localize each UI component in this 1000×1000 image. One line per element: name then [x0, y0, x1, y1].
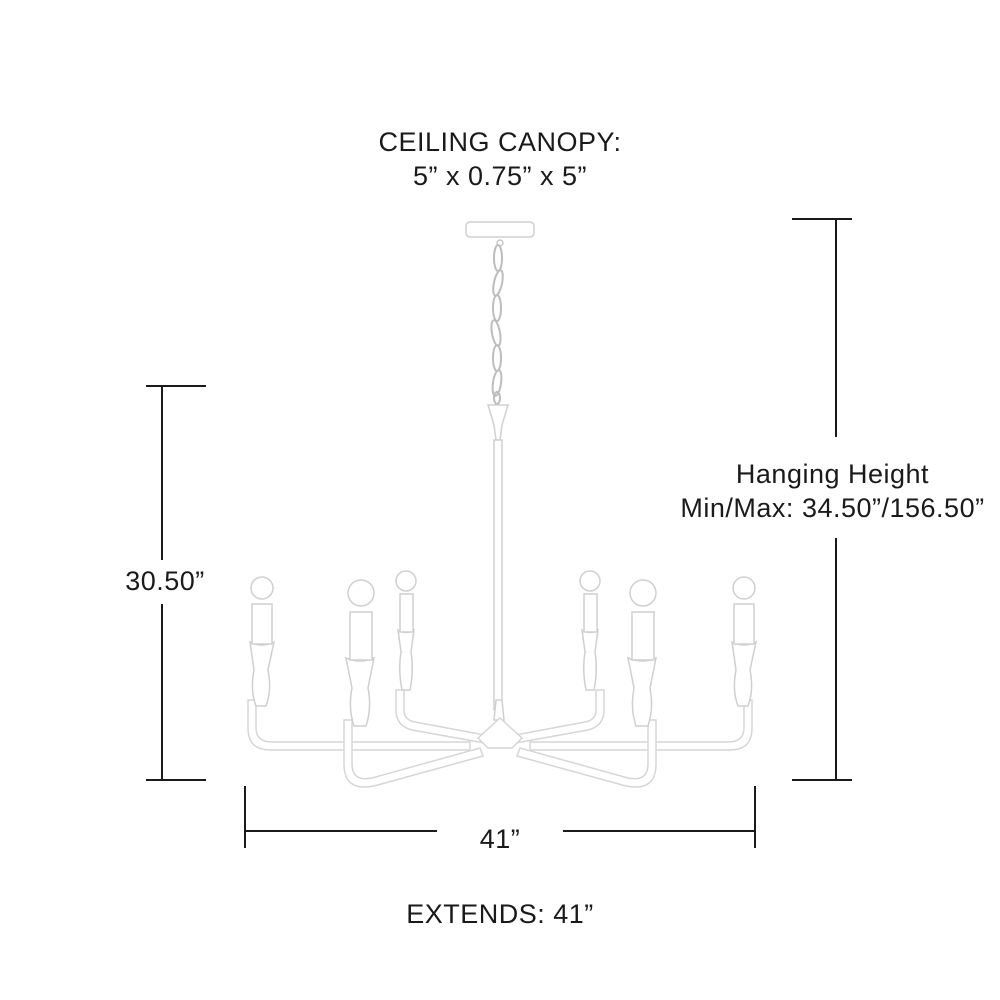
- hanging-height-label: Hanging Height Min/Max: 34.50”/156.50”: [640, 457, 1000, 525]
- fixture-height-label: 30.50”: [125, 566, 205, 596]
- ceiling-canopy-label: CEILING CANOPY: 5” x 0.75” x 5”: [0, 125, 1000, 193]
- height-dimension-line: [146, 385, 206, 781]
- candles-shape: [249, 570, 758, 727]
- center-stem-shape: [486, 404, 510, 721]
- chain-shape: [490, 244, 504, 405]
- ceiling-canopy-shape: [465, 221, 535, 247]
- ceiling-canopy-dimensions: 5” x 0.75” x 5”: [412, 161, 588, 191]
- hanging-height-dimension-line: [792, 218, 852, 781]
- width-dimension-line: [244, 786, 756, 848]
- hanging-height-range: Min/Max: 34.50”/156.50”: [680, 493, 985, 523]
- ceiling-canopy-title: CEILING CANOPY:: [378, 127, 622, 157]
- arms-shape: [247, 689, 753, 788]
- hanging-height-title: Hanging Height: [735, 459, 930, 489]
- extends-label: EXTENDS: 41”: [406, 899, 594, 929]
- fixture-width-label: 41”: [479, 824, 521, 854]
